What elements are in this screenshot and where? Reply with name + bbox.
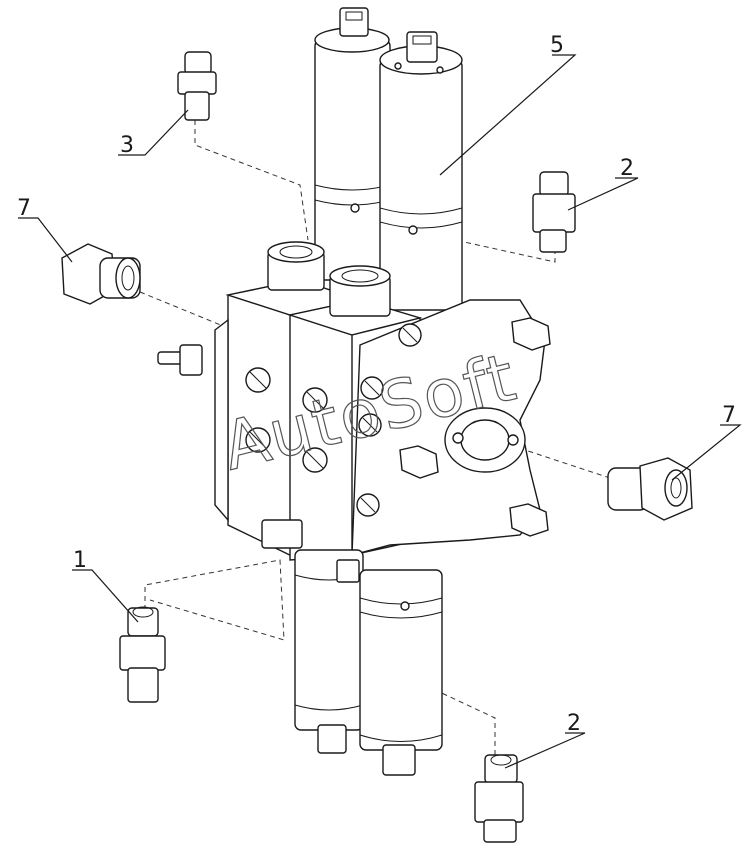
leader-lines — [18, 54, 742, 769]
body-screws — [245, 323, 422, 517]
upper-solenoid-rear — [314, 7, 391, 281]
fitting-7-left — [61, 243, 141, 305]
hex-bolts — [399, 317, 551, 537]
lower-solenoids — [261, 519, 443, 776]
fitting-2-upper — [532, 171, 576, 253]
callout-7-right: 7 — [722, 403, 736, 428]
callout-5: 5 — [550, 33, 564, 58]
callouts: 3 5 2 7 7 1 2 — [17, 33, 736, 736]
callout-7-left: 7 — [17, 196, 31, 221]
fitting-3 — [177, 51, 217, 121]
fitting-1 — [119, 606, 166, 703]
fitting-2-lower — [474, 754, 524, 843]
callout-1: 1 — [73, 548, 87, 573]
callout-3: 3 — [120, 133, 134, 158]
fitting-7-right — [607, 457, 693, 521]
callout-2-upper: 2 — [620, 156, 634, 181]
callout-2-lower: 2 — [567, 711, 581, 736]
top-fittings — [267, 241, 391, 317]
upper-solenoid-front — [379, 31, 463, 311]
